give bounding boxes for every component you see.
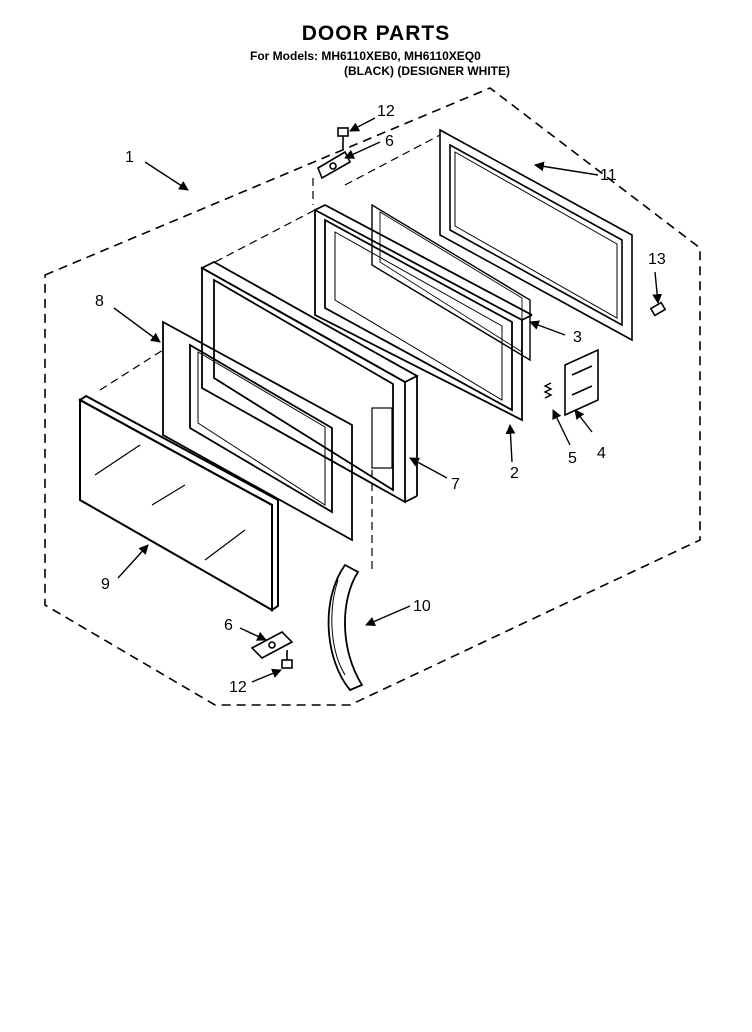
callout-3: 3 [573, 329, 582, 346]
callout-9: 9 [101, 576, 110, 593]
callout-1: 1 [125, 149, 134, 166]
callout-6-upper: 6 [385, 133, 394, 150]
callout-4: 4 [597, 445, 606, 462]
page-title: DOOR PARTS [301, 22, 451, 45]
part-4-latch [564, 348, 599, 417]
alignment-lines [99, 134, 441, 570]
callout-12-upper: 12 [377, 103, 395, 120]
part-6-lower-hinge [250, 631, 294, 659]
part-2-inner-door-frame [314, 204, 533, 422]
callout-11: 11 [600, 167, 617, 184]
part-6-upper-hinge [317, 150, 352, 180]
callout-7: 7 [451, 476, 460, 493]
callout-8: 8 [95, 293, 104, 310]
part-9-glass-panel [78, 394, 279, 612]
assembly-boundary [44, 87, 701, 706]
callout-6-lower: 6 [224, 617, 233, 634]
callout-10: 10 [413, 598, 431, 615]
part-7-door-frame [200, 260, 419, 504]
callout-13: 13 [648, 251, 666, 268]
part-13-screw [649, 301, 667, 317]
leader-lines [113, 117, 663, 683]
part-11-choke-frame [439, 128, 633, 342]
callout-2: 2 [510, 465, 519, 482]
part-8-door-trim [162, 320, 353, 542]
callout-12-lower: 12 [229, 679, 247, 696]
part-12-lower-screw [281, 650, 293, 669]
part-12-upper-screw [337, 127, 349, 150]
part-5-spring [543, 382, 553, 399]
model-color-variants: (BLACK) (DESIGNER WHITE) [344, 64, 510, 78]
callout-5: 5 [568, 450, 577, 467]
part-10-door-handle [327, 563, 364, 692]
model-numbers: For Models: MH6110XEB0, MH6110XEQ0 [250, 49, 481, 63]
